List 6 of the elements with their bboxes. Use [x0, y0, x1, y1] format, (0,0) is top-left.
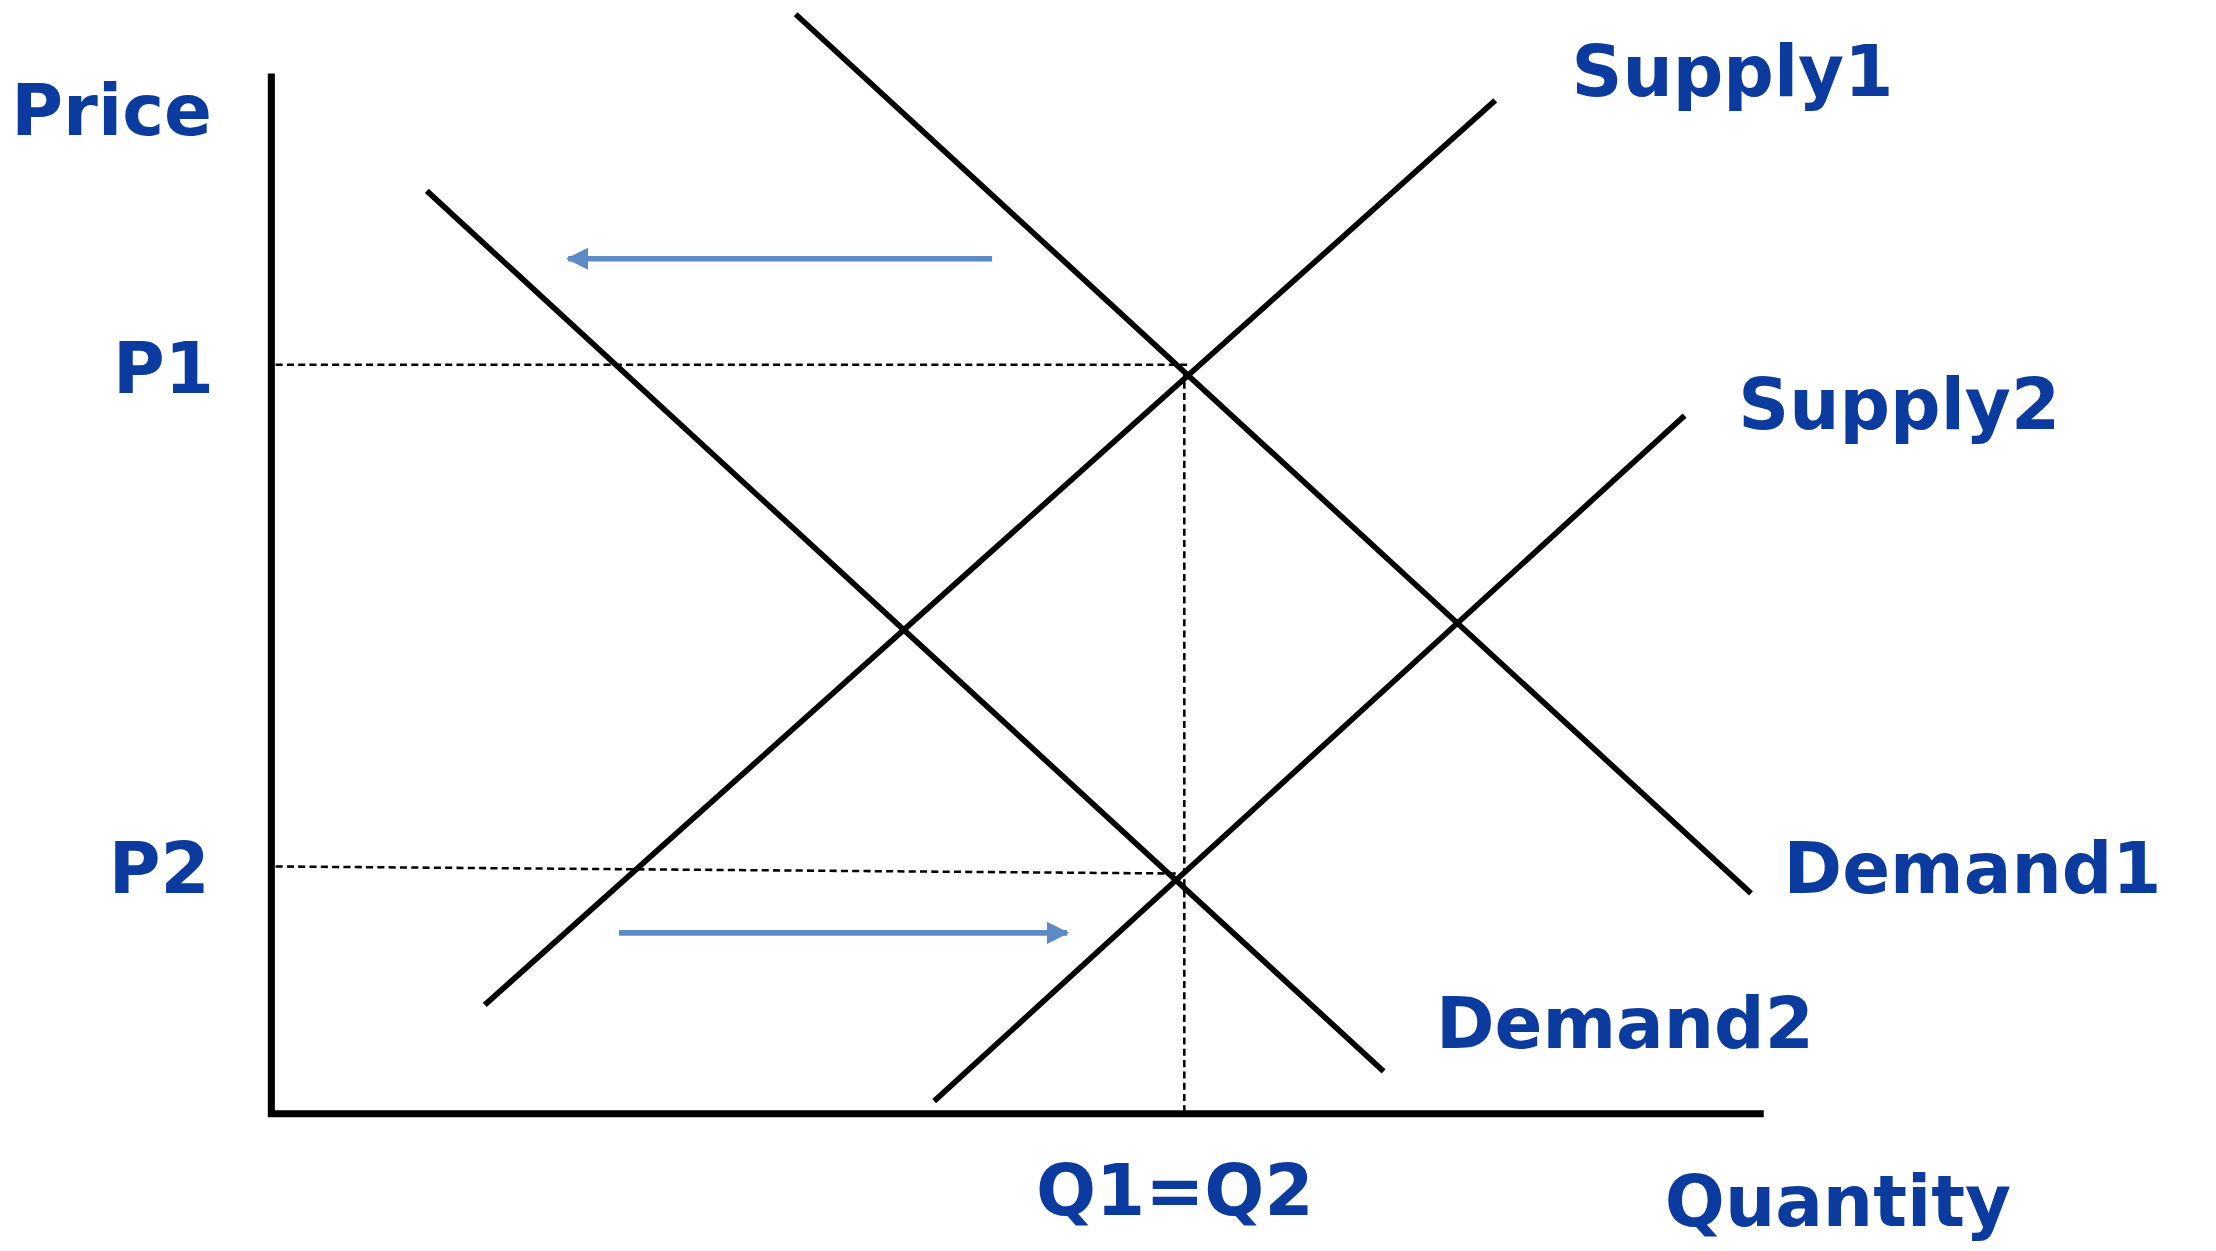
- quantity-label: Q1=Q2: [1035, 1156, 1314, 1227]
- axis-label: Price: [11, 76, 212, 147]
- price-label: P2: [108, 833, 210, 905]
- curve-label: Demand1: [1783, 833, 2162, 905]
- curve-label: Demand2: [1435, 989, 1814, 1060]
- price-label: P1: [113, 333, 214, 405]
